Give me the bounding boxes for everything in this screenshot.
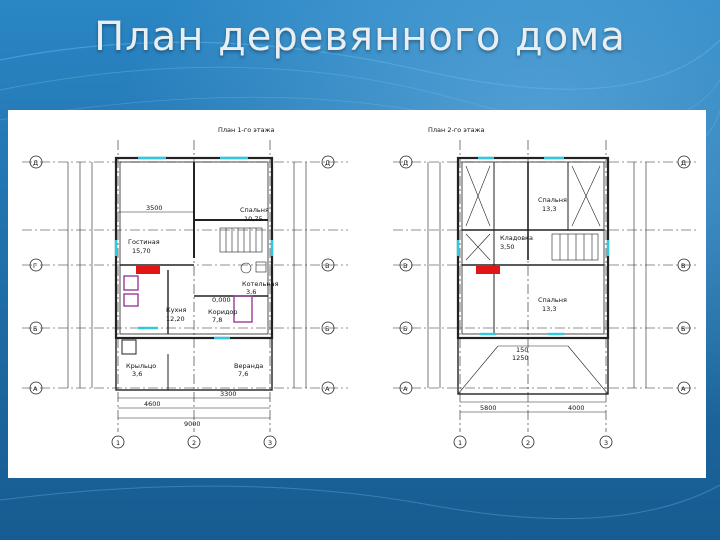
floor1-room-area: 10,75 xyxy=(244,215,263,223)
floor1-room-area: 7,8 xyxy=(212,316,222,324)
floor2-axis-b-right: Б xyxy=(681,325,685,333)
floor1-room-name: Коридор xyxy=(208,308,238,316)
floor2-axis-v: В xyxy=(403,262,407,270)
floor1-dimension: 3300 xyxy=(220,390,237,398)
floor1-plan xyxy=(22,140,348,432)
floor2-room-name: Спальня xyxy=(538,296,567,304)
floor1-axis-v-right: В xyxy=(325,262,329,270)
floor1-axis-3: 3 xyxy=(268,439,272,447)
floor1-axis-b: Б xyxy=(33,325,37,333)
floor1-axis-g: Г xyxy=(33,262,37,270)
floor1-room-name: Котельная xyxy=(242,280,279,288)
floor1-room-name: Спальня xyxy=(240,206,269,214)
floor1-room-area: 15,70 xyxy=(132,247,151,255)
floor2-room-area: 3,50 xyxy=(500,243,514,251)
floor1-room-name: Веранда xyxy=(234,362,263,370)
floor2-axis-3: 3 xyxy=(604,439,608,447)
floor2-axis-d-right: Д xyxy=(681,159,686,167)
floor1-axis-1: 1 xyxy=(116,439,120,447)
floor1-room-area: 12,20 xyxy=(166,315,185,323)
floor1-axis-2: 2 xyxy=(192,439,196,447)
floor1-room-area: 3,6 xyxy=(132,370,142,378)
floor2-dimension: 4000 xyxy=(568,404,585,412)
floor1-axis-d-right: Д xyxy=(325,159,330,167)
floor2-room-area: 13,3 xyxy=(542,205,556,213)
floor1-level-mark: 0,000 xyxy=(212,296,231,304)
floor1-axis-a-right: А xyxy=(325,385,330,393)
floor1-axis-b-right: Б xyxy=(325,325,329,333)
floor2-caption: План 2-го этажа xyxy=(428,126,484,134)
floor2-axis-a-right: А xyxy=(681,385,686,393)
floor1-dimension: 4600 xyxy=(144,400,161,408)
floor2-axis-v-right: В xyxy=(681,262,685,270)
floor2-dimension: 150 xyxy=(516,346,528,354)
floor2-dimension: 1250 xyxy=(512,354,529,362)
floor2-plan xyxy=(393,140,698,432)
floor-plan-drawing: План 1-го этажа План 2-го этажа Д Г Б А … xyxy=(8,110,706,478)
floor2-room-name: Кладовка xyxy=(500,234,533,242)
floor2-axis-d: Д xyxy=(403,159,408,167)
floor1-room-area: 3,6 xyxy=(246,288,256,296)
floor1-room-name: Гостиная xyxy=(128,238,160,246)
floor2-room-name: Спальня xyxy=(538,196,567,204)
floor1-dimension: 9000 xyxy=(184,420,201,428)
floor1-caption: План 1-го этажа xyxy=(218,126,274,134)
floor2-room-area: 13,3 xyxy=(542,305,556,313)
floor2-axis-a: А xyxy=(403,385,408,393)
floor1-room-area: 7,6 xyxy=(238,370,248,378)
slide-title: План деревянного дома xyxy=(94,14,626,60)
floor1-room-name: Кухня xyxy=(166,306,187,314)
floor1-dimension: 3500 xyxy=(146,204,163,212)
floor2-axis-2: 2 xyxy=(526,439,530,447)
floor2-dimension: 5800 xyxy=(480,404,497,412)
floor2-axis-1: 1 xyxy=(458,439,462,447)
floor1-axis-d: Д xyxy=(33,159,38,167)
floor2-axis-b: Б xyxy=(403,325,407,333)
floor1-axis-a: А xyxy=(33,385,38,393)
floor1-room-name: Крыльцо xyxy=(126,362,156,370)
